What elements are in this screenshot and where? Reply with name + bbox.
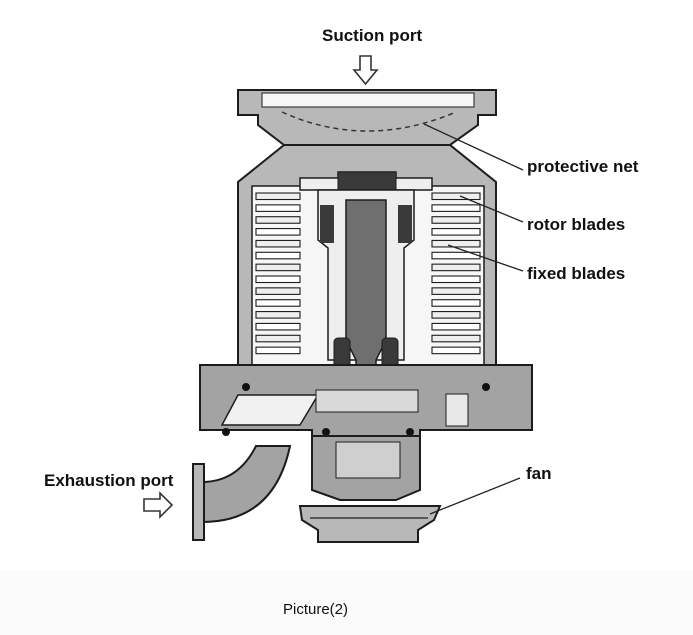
o-ring-1 (242, 383, 250, 391)
leader-fixed-blades (447, 244, 524, 272)
label-exhaustion-port: Exhaustion port (44, 471, 174, 490)
blade-left-2 (255, 204, 301, 212)
blade-left-6 (255, 251, 301, 260)
blade-right-7 (431, 263, 481, 272)
label-protective-net: protective net (527, 157, 639, 176)
side-plug (445, 393, 469, 427)
blade-left-12 (255, 322, 301, 331)
rotor-hub-left (320, 205, 334, 243)
blade-left-7 (255, 263, 301, 272)
protective-net (281, 111, 457, 132)
o-ring-2 (482, 383, 490, 391)
inlet-opening (261, 92, 475, 108)
rotor-hub-right (398, 205, 412, 243)
leader-rotor-blades (459, 195, 524, 223)
fan-flange (298, 505, 442, 543)
o-ring-5 (406, 428, 414, 436)
blade-right-8 (431, 275, 481, 284)
blade-right-4 (431, 228, 481, 236)
blade-left-4 (255, 228, 301, 236)
blade-right-5 (431, 239, 481, 248)
figure-caption: Picture(2) (283, 601, 349, 618)
blade-left-10 (255, 299, 301, 307)
label-fixed-blades: fixed blades (527, 264, 626, 283)
label-suction-port: Suction port (322, 26, 423, 45)
blade-left-13 (255, 334, 301, 343)
blade-left-11 (255, 311, 301, 319)
exhaust-arrow-icon (143, 491, 174, 519)
exhaust-elbow (201, 445, 292, 524)
leader-protective-net (423, 123, 524, 171)
o-ring-4 (322, 428, 330, 436)
blade-right-13 (431, 334, 481, 343)
label-fan: fan (526, 464, 552, 483)
blade-left-3 (255, 216, 301, 224)
caption-band (0, 570, 693, 635)
blade-left-14 (255, 346, 301, 355)
blade-left-5 (255, 239, 301, 248)
blade-stack-left (255, 192, 301, 355)
blade-right-2 (431, 204, 481, 212)
label-rotor-blades: rotor blades (527, 215, 626, 234)
blade-left-1 (255, 192, 301, 201)
blade-right-10 (431, 299, 481, 307)
exhaust-flange (192, 463, 205, 541)
blade-right-9 (431, 287, 481, 295)
exhaust-channel (220, 394, 320, 426)
bearing-housing (315, 389, 419, 413)
blade-left-9 (255, 287, 301, 295)
o-ring-3 (222, 428, 230, 436)
blade-right-14 (431, 346, 481, 355)
blade-right-11 (431, 311, 481, 319)
blade-right-3 (431, 216, 481, 224)
blade-left-8 (255, 275, 301, 284)
suction-arrow-icon (352, 55, 379, 86)
fan-housing-inner (335, 441, 401, 479)
blade-stack-right (431, 192, 481, 355)
leader-fan (429, 477, 521, 515)
blade-right-1 (431, 192, 481, 201)
blade-right-12 (431, 322, 481, 331)
